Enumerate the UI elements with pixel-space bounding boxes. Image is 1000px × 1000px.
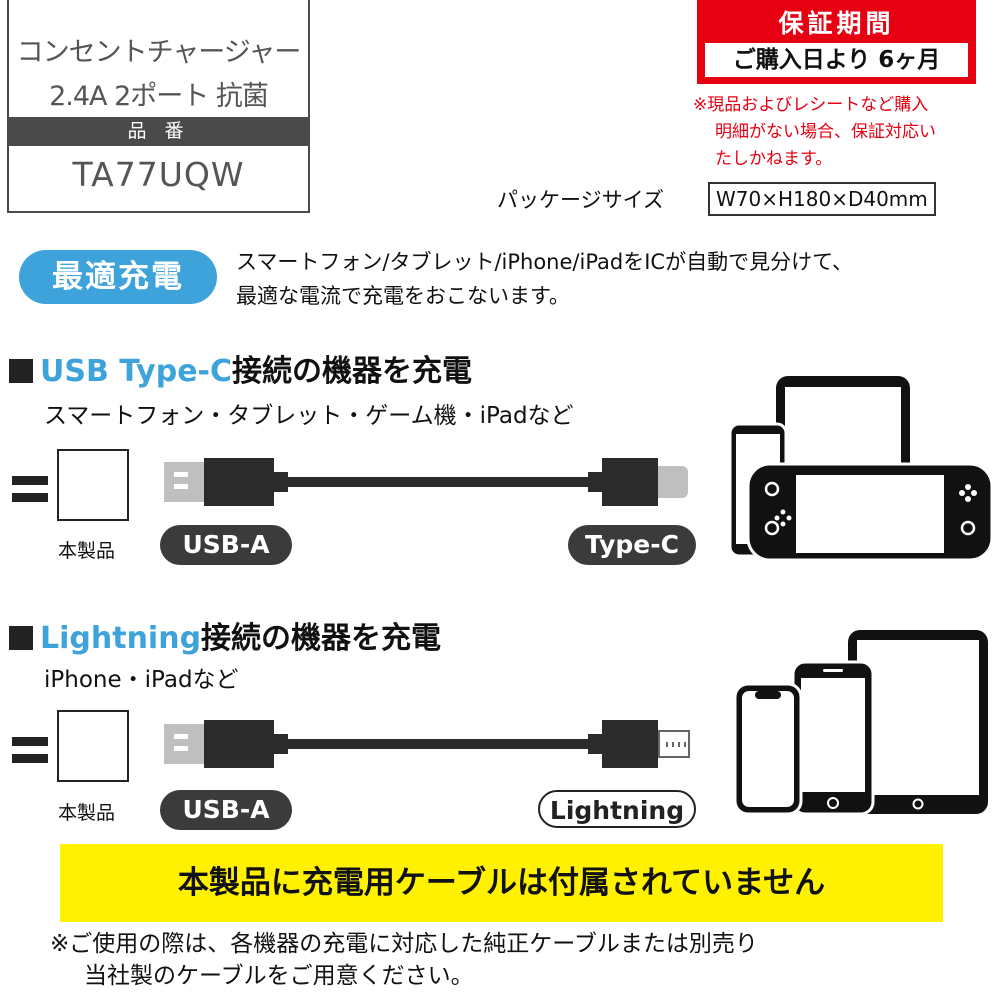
plug-prong-icon: [12, 737, 48, 746]
plug-prong-icon: [12, 493, 48, 502]
optimal-desc-line1: スマートフォン/タブレット/iPhone/iPadをICが自動で見分けて、: [236, 250, 854, 274]
section-title-lightning: Lightning接続の機器を充電: [9, 613, 441, 657]
cable-strain-relief: [274, 734, 288, 754]
cable-strain-relief: [588, 472, 602, 492]
warranty-note: ※現品およびレシートなど購入 明細がない場合、保証対応い たしかねます。: [693, 92, 993, 173]
optimal-charge-description: スマートフォン/タブレット/iPhone/iPadをICが自動で見分けて、 最適…: [236, 245, 853, 313]
footnote-line2: 当社製のケーブルをご用意ください。: [84, 963, 474, 989]
cable-strain-relief: [588, 734, 602, 754]
usb-a-plug-icon: [164, 462, 204, 502]
lightning-devices-icon: [735, 630, 988, 816]
usb-a-label: USB-A: [160, 525, 292, 565]
lightning-housing-icon: [602, 720, 658, 768]
cable-strain-relief: [274, 472, 288, 492]
usb-a-housing-icon: [204, 720, 274, 768]
square-bullet-icon: [9, 359, 33, 383]
type-c-label: Type-C: [568, 525, 696, 565]
warranty-note-line2: 明細がない場合、保証対応い: [715, 122, 936, 142]
cable-wire: [288, 477, 588, 487]
package-size-label: パッケージサイズ: [497, 188, 664, 212]
usb-a-plug-icon: [164, 724, 204, 764]
optimal-charge-badge: 最適充電: [19, 250, 217, 304]
section-title-accent: Lightning: [40, 621, 202, 656]
cable-wire: [288, 739, 588, 749]
warranty-period: ご購入日より 6ヶ月: [705, 43, 968, 77]
warranty-title: 保証期間: [778, 9, 895, 38]
cable-footnote: ※ご使用の際は、各機器の充電に対応した純正ケーブルまたは別売り 当社製のケーブル…: [50, 928, 758, 992]
adapter-icon: [57, 710, 129, 782]
usb-a-label: USB-A: [160, 790, 292, 830]
adapter-label: 本製品: [58, 540, 116, 562]
section-title-typec: USB Type-C接続の機器を充電: [9, 346, 472, 390]
package-size-value: W70×H180×D40mm: [708, 182, 936, 216]
footnote-line1: ※ご使用の際は、各機器の充電に対応した純正ケーブルまたは別売り: [50, 931, 758, 957]
section-title-accent: USB Type-C: [40, 354, 233, 389]
section-subtitle-typec: スマートフォン・タブレット・ゲーム機・iPadなど: [44, 403, 574, 429]
type-c-housing-icon: [602, 458, 658, 506]
section-title-rest: 接続の機器を充電: [232, 354, 473, 389]
lightning-plug-icon: [658, 730, 690, 758]
lightning-label: Lightning: [538, 790, 696, 828]
warranty-note-line3: たしかねます。: [715, 149, 833, 169]
optimal-desc-line2: 最適な電流で充電をおこないます。: [236, 284, 570, 308]
usb-a-housing-icon: [204, 458, 274, 506]
model-number: TA77UQW: [72, 155, 245, 194]
section-title-rest: 接続の機器を充電: [201, 621, 442, 656]
typec-devices-icon: [730, 376, 992, 562]
plug-prong-icon: [12, 754, 48, 763]
type-c-plug-icon: [658, 466, 688, 498]
plug-prong-icon: [12, 476, 48, 485]
product-name-line2: 2.4A 2ポート 抗菌: [49, 81, 269, 112]
product-info-box: コンセントチャージャー 2.4A 2ポート 抗菌 品 番 TA77UQW: [7, 0, 310, 213]
no-cable-included-banner: 本製品に充電用ケーブルは付属されていません: [60, 844, 943, 922]
hinban-label: 品 番: [9, 117, 308, 146]
warranty-box: 保証期間 ご購入日より 6ヶ月: [697, 0, 976, 84]
section-subtitle-lightning: iPhone・iPadなど: [44, 667, 239, 693]
product-name-line1: コンセントチャージャー: [16, 37, 302, 68]
warranty-note-line1: ※現品およびレシートなど購入: [693, 95, 929, 115]
adapter-icon: [57, 449, 129, 521]
adapter-label: 本製品: [58, 802, 116, 824]
square-bullet-icon: [9, 626, 33, 650]
